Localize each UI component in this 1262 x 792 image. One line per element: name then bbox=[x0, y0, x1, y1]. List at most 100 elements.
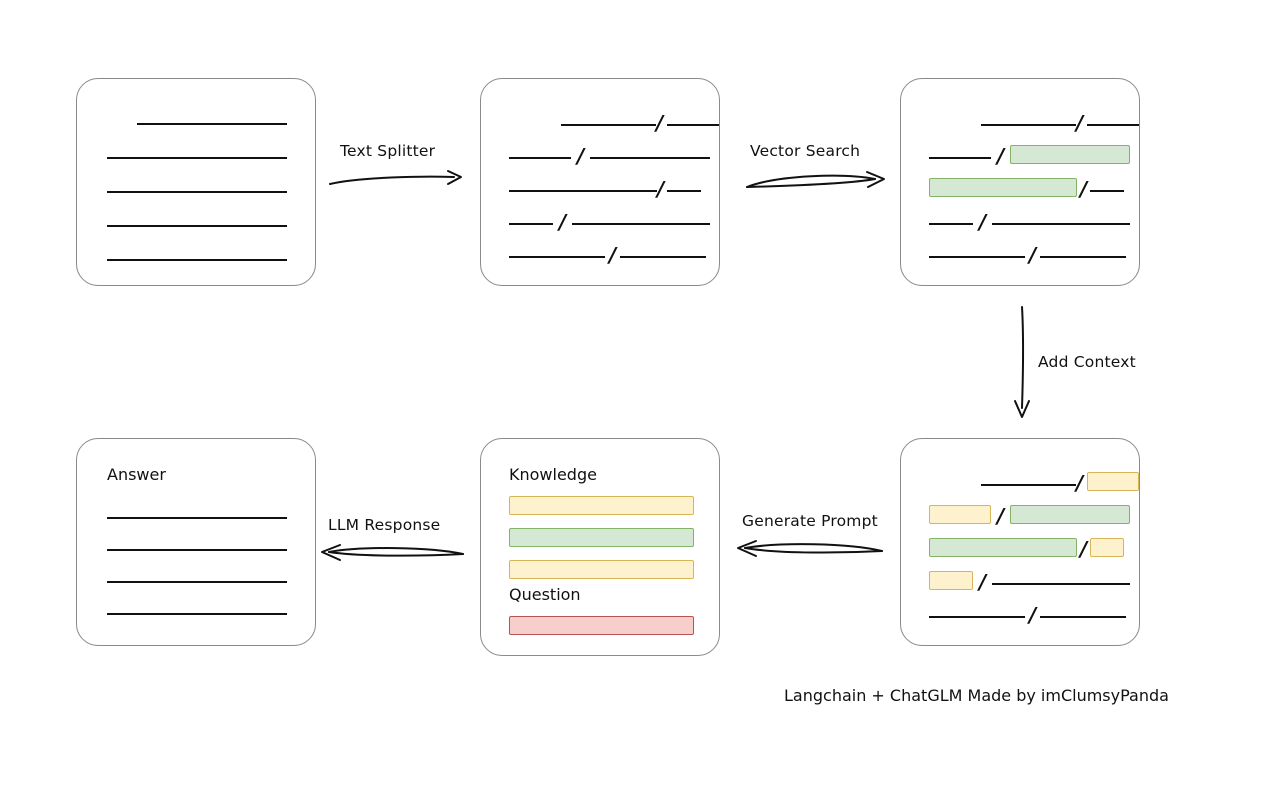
arrow-shaft-lens-left-icon bbox=[321, 544, 464, 561]
slash-separator: / bbox=[1076, 471, 1084, 495]
knowledge-bar-green bbox=[509, 528, 694, 547]
split-row: / bbox=[481, 144, 719, 169]
card-source-document[interactable] bbox=[76, 78, 316, 286]
segment-line bbox=[1040, 616, 1127, 618]
slash-separator: / bbox=[577, 144, 585, 168]
answer-label: Answer bbox=[107, 465, 166, 484]
slash-separator: / bbox=[559, 210, 567, 234]
segment-line bbox=[560, 124, 657, 126]
arrow-shaft-right-icon bbox=[329, 170, 462, 185]
context-row: / bbox=[901, 537, 1139, 562]
split-row: / bbox=[481, 243, 719, 268]
document-line bbox=[107, 259, 287, 261]
segment-line bbox=[929, 223, 973, 225]
slash-separator: / bbox=[1080, 177, 1088, 201]
segment-line bbox=[992, 583, 1131, 585]
segment-highlight-yellow bbox=[1087, 471, 1139, 491]
slash-separator: / bbox=[1029, 243, 1037, 267]
arrow-shaft-lens-right-icon bbox=[746, 171, 885, 188]
segment-line bbox=[572, 223, 711, 225]
segment-line bbox=[667, 124, 719, 126]
segment-highlight-yellow bbox=[929, 504, 991, 524]
knowledge-label: Knowledge bbox=[509, 465, 597, 484]
segment-line bbox=[980, 484, 1077, 486]
context-row: / bbox=[901, 471, 1139, 496]
document-line bbox=[137, 123, 287, 125]
document-line bbox=[107, 225, 287, 227]
question-bar-red bbox=[509, 616, 694, 635]
segment-line bbox=[1090, 190, 1125, 192]
knowledge-bar-yellow bbox=[509, 560, 694, 579]
arrow-label-vector-search: Vector Search bbox=[750, 142, 861, 160]
card-answer[interactable]: Answer bbox=[76, 438, 316, 646]
split-row: / bbox=[481, 210, 719, 235]
row-indent bbox=[929, 125, 981, 126]
document-line bbox=[107, 157, 287, 159]
segment-line bbox=[667, 190, 702, 192]
context-row: / bbox=[901, 504, 1139, 529]
slash-separator: / bbox=[979, 210, 987, 234]
slash-separator: / bbox=[997, 144, 1005, 168]
slash-separator: / bbox=[1080, 537, 1088, 561]
answer-line bbox=[107, 549, 287, 551]
context-document-rows: / / / / / bbox=[901, 439, 1139, 645]
arrow-text-splitter: Text Splitter bbox=[328, 142, 468, 192]
card-context-document[interactable]: / / / / / bbox=[900, 438, 1140, 646]
matched-row: / bbox=[901, 144, 1139, 169]
slash-separator: / bbox=[609, 243, 617, 267]
segment-highlight-green bbox=[929, 537, 1077, 557]
segment-line bbox=[509, 256, 605, 258]
document-line bbox=[107, 191, 287, 193]
segment-line bbox=[1040, 256, 1127, 258]
slash-separator: / bbox=[997, 504, 1005, 528]
segment-line bbox=[980, 124, 1077, 126]
knowledge-bar-yellow bbox=[509, 496, 694, 515]
split-document-rows: / / / / / bbox=[481, 79, 719, 285]
segment-line bbox=[590, 157, 711, 159]
answer-line bbox=[107, 581, 287, 583]
matched-row: / bbox=[901, 177, 1139, 202]
row-indent bbox=[929, 485, 981, 486]
row-indent bbox=[509, 125, 561, 126]
arrow-label-text-splitter: Text Splitter bbox=[340, 142, 436, 160]
segment-line bbox=[509, 190, 657, 192]
arrow-shaft-down-icon bbox=[1014, 306, 1030, 418]
arrow-vector-search: Vector Search bbox=[744, 142, 892, 192]
matched-row: / bbox=[901, 210, 1139, 235]
segment-line bbox=[1087, 124, 1139, 126]
segment-line bbox=[929, 616, 1025, 618]
segment-line bbox=[509, 157, 571, 159]
segment-line bbox=[992, 223, 1131, 225]
arrow-label-add-context: Add Context bbox=[1038, 353, 1136, 371]
segment-highlight-yellow bbox=[1090, 537, 1125, 557]
segment-line bbox=[929, 157, 991, 159]
segment-highlight-green bbox=[1010, 504, 1131, 524]
segment-highlight-green bbox=[1010, 144, 1131, 164]
slash-separator: / bbox=[1029, 603, 1037, 627]
segment-line bbox=[620, 256, 707, 258]
segment-highlight-yellow bbox=[929, 570, 973, 590]
split-row: / bbox=[481, 111, 719, 136]
arrow-shaft-lens-left-icon bbox=[737, 540, 883, 557]
matched-row: / bbox=[901, 243, 1139, 268]
slash-separator: / bbox=[979, 570, 987, 594]
segment-line bbox=[509, 223, 553, 225]
card-matched-document[interactable]: / / / / / bbox=[900, 78, 1140, 286]
answer-line bbox=[107, 613, 287, 615]
context-row: / bbox=[901, 603, 1139, 628]
arrow-label-llm-response: LLM Response bbox=[328, 516, 441, 534]
slash-separator: / bbox=[657, 177, 665, 201]
context-row: / bbox=[901, 570, 1139, 595]
slash-separator: / bbox=[1076, 111, 1084, 135]
question-label: Question bbox=[509, 585, 581, 604]
slash-separator: / bbox=[656, 111, 664, 135]
matched-document-rows: / / / / / bbox=[901, 79, 1139, 285]
arrow-llm-response: LLM Response bbox=[320, 516, 468, 566]
split-row: / bbox=[481, 177, 719, 202]
answer-line bbox=[107, 517, 287, 519]
card-prompt[interactable]: Knowledge Question bbox=[480, 438, 720, 656]
arrow-label-generate-prompt: Generate Prompt bbox=[742, 512, 878, 530]
segment-highlight-green bbox=[929, 177, 1077, 197]
card-split-document[interactable]: / / / / / bbox=[480, 78, 720, 286]
